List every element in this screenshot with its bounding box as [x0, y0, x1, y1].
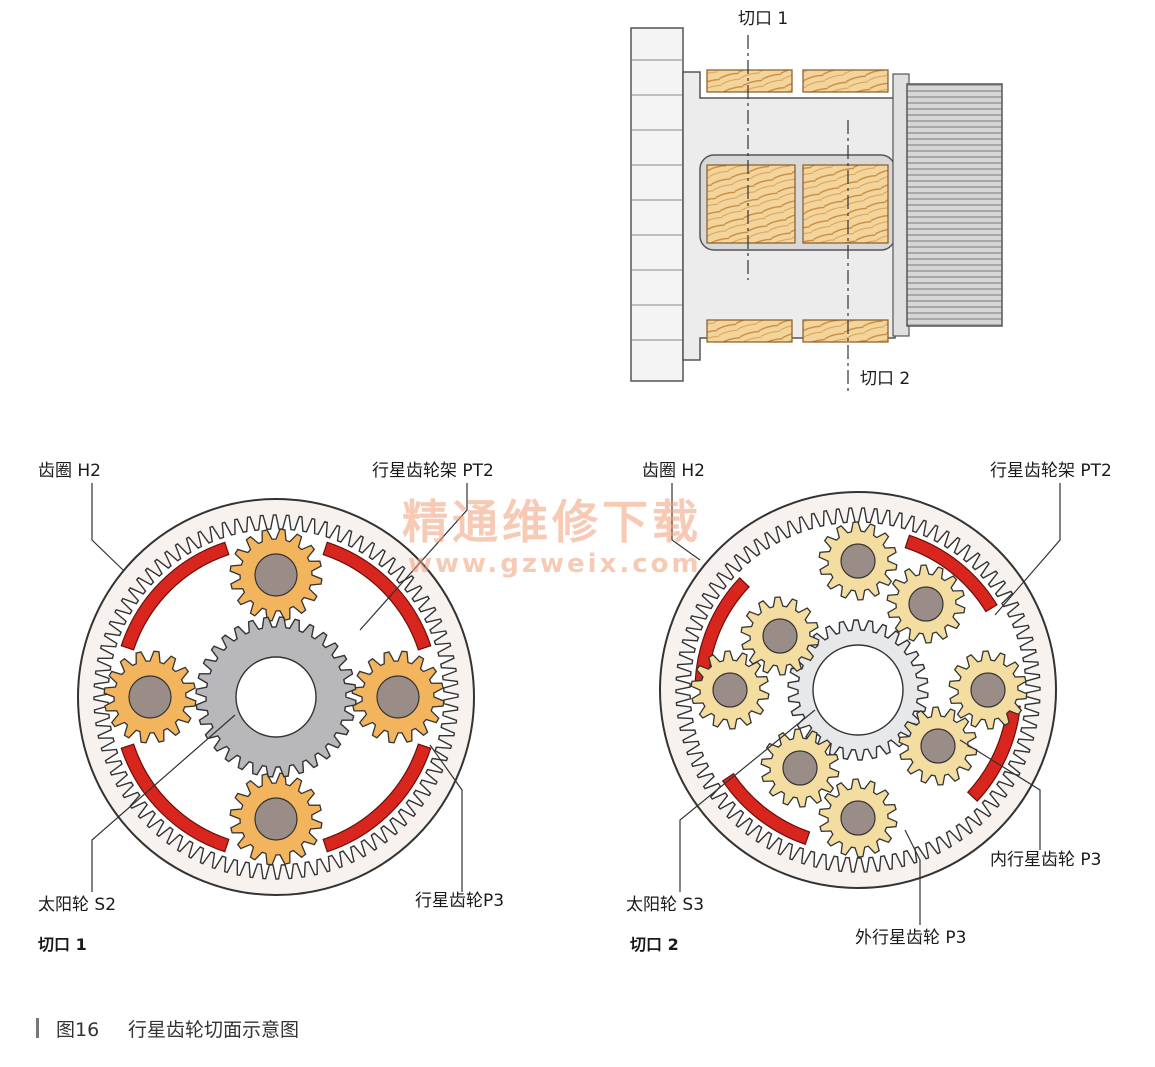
watermark-title: 精通维修下载: [402, 495, 702, 549]
planet-gear-hub: [254, 553, 298, 597]
planet-carrier: [120, 541, 432, 853]
planet-gear-hub: [254, 797, 298, 841]
planet-gear-hub: [840, 543, 876, 579]
s2-sun-gear-label: 太阳轮 S3: [626, 895, 704, 915]
outer-planet-gear: [948, 650, 1028, 730]
cut2-label: 切口 2: [860, 369, 910, 389]
ring-flange: [630, 27, 684, 382]
planet-block: [706, 69, 793, 93]
outer-planet-gear: [886, 564, 966, 644]
s1-carrier-label: 行星齿轮架 PT2: [372, 461, 494, 481]
s2-outer-planet-label: 外行星齿轮 P3: [855, 928, 966, 948]
s2-cut-label: 切口 2: [630, 935, 679, 954]
s2-inner-planet-label: 内行星齿轮 P3: [990, 850, 1101, 870]
planet-block: [802, 164, 889, 244]
section2-view: 齿圈 H2 行星齿轮架 PT2 太阳轮 S3 内行星齿轮 P3 外行星齿轮 P3…: [626, 461, 1112, 954]
planet-gear-hub: [970, 672, 1006, 708]
watermark-url: www.gzweix.com: [408, 549, 702, 579]
planet-gear-hub: [920, 728, 956, 764]
outer-planet-gear: [818, 521, 898, 601]
planet-gear: [229, 772, 323, 866]
planet-gear: [103, 650, 197, 744]
planet-gear-hub: [840, 800, 876, 836]
s1-sun-gear-label: 太阳轮 S2: [38, 895, 116, 915]
planet-block: [802, 319, 889, 343]
planet-gear: [229, 528, 323, 622]
s2-carrier-label: 行星齿轮架 PT2: [990, 461, 1112, 481]
s1-planet-label: 行星齿轮P3: [415, 891, 504, 911]
outer-planet-gear: [818, 778, 898, 858]
cut1-label: 切口 1: [738, 9, 788, 29]
planet-carrier: [694, 534, 1021, 846]
section1-view: 齿圈 H2 行星齿轮架 PT2 太阳轮 S2 行星齿轮P3 切口 1: [38, 461, 504, 954]
planet-gear-hub: [762, 618, 798, 654]
inner-planet-gear: [760, 728, 840, 808]
planet-gears: [103, 528, 445, 866]
planet-gear-hub: [782, 750, 818, 786]
planet-gear: [351, 650, 445, 744]
inner-planet-gear: [740, 596, 820, 676]
caption-bar: [36, 1018, 39, 1038]
outer-planet-gear: [690, 650, 770, 730]
planet-block: [706, 319, 793, 343]
sun-gear-bore: [235, 656, 317, 738]
planet-gear-hub: [128, 675, 172, 719]
planet-gear-hub: [712, 672, 748, 708]
figure-number: 图16: [56, 1019, 99, 1041]
sun-gear-bore: [812, 644, 904, 736]
planet-block: [706, 164, 796, 244]
planet-gears: [690, 521, 1028, 858]
inner-planet-gear: [898, 706, 978, 786]
planet-gear-hub: [908, 586, 944, 622]
flange-lines: [631, 59, 683, 341]
s1-cut-label: 切口 1: [38, 935, 87, 954]
planet-block: [802, 69, 889, 93]
side-view: 切口 1 切口 2: [630, 9, 1003, 392]
s1-ring-gear-label: 齿圈 H2: [38, 461, 101, 481]
planet-gear-hub: [376, 675, 420, 719]
leader-lines: [91, 483, 468, 892]
sun-shaft: [906, 83, 1003, 327]
s2-ring-gear-label: 齿圈 H2: [642, 461, 705, 481]
figure-caption: 行星齿轮切面示意图: [128, 1019, 299, 1041]
leader-lines: [671, 483, 1061, 925]
